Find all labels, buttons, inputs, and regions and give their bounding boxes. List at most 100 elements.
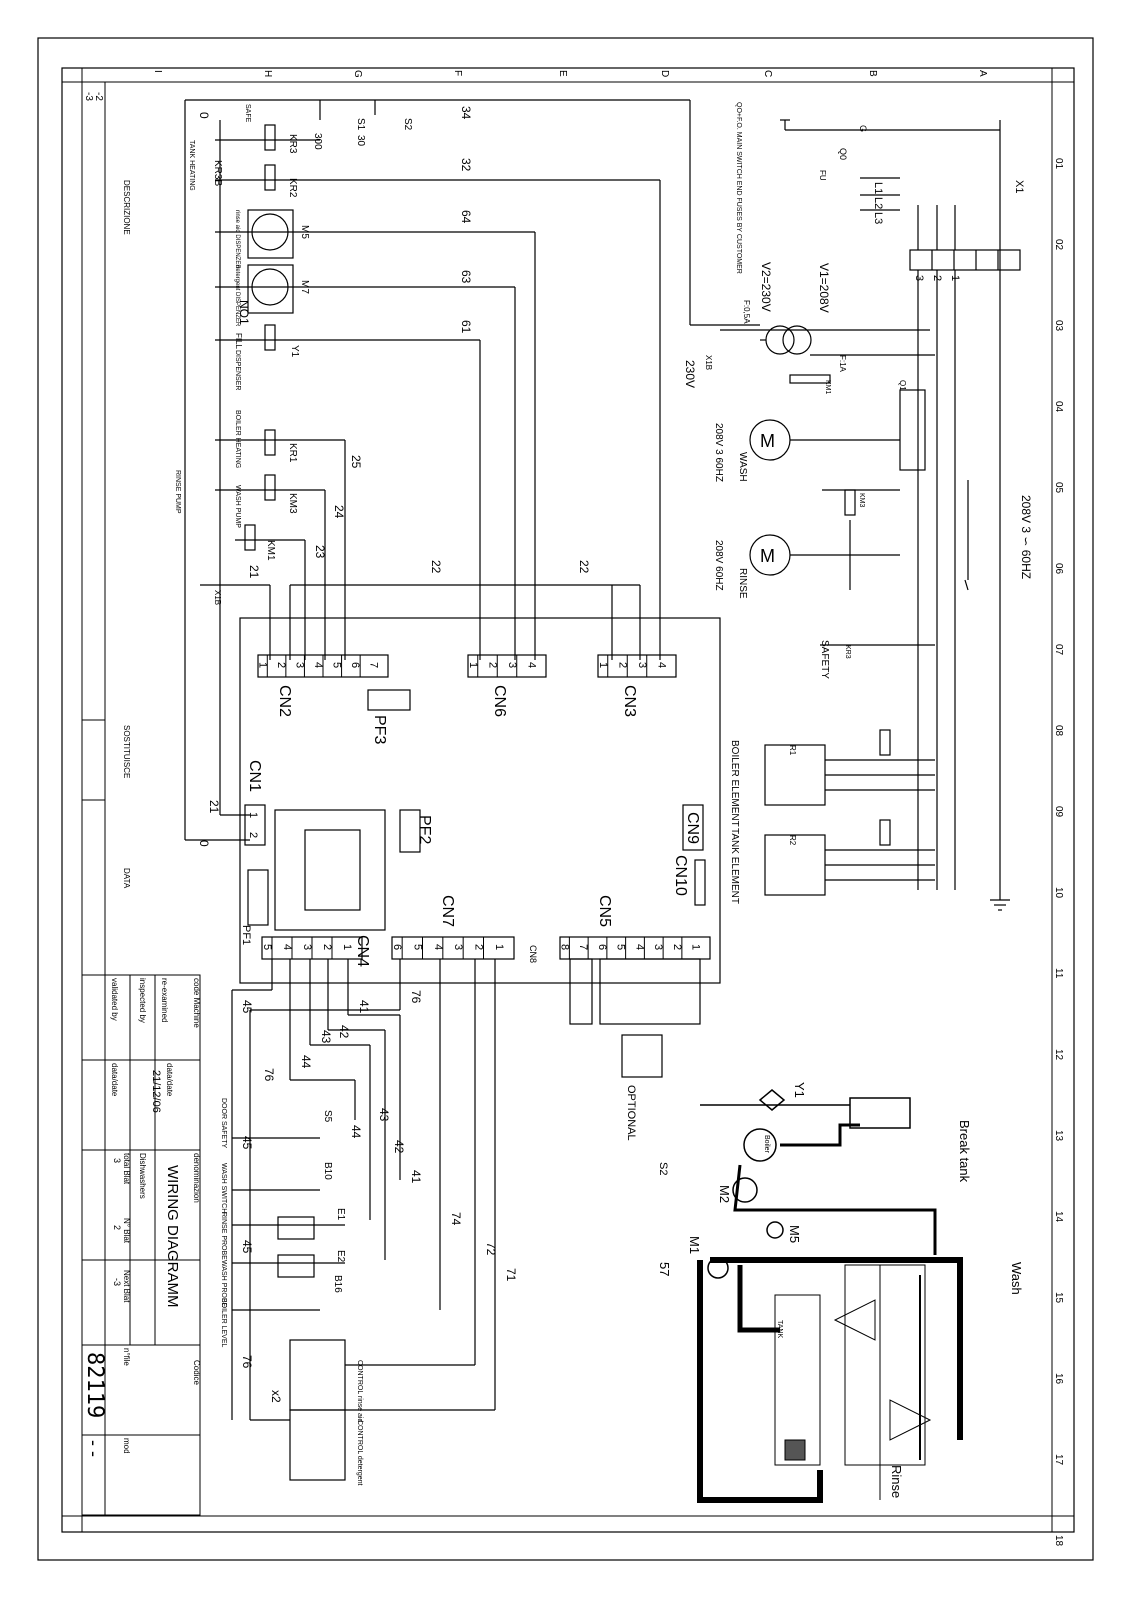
row-letter-h: H: [262, 70, 273, 77]
wash-tank-label: Wash: [1009, 1262, 1024, 1295]
row-letter-g: G: [352, 70, 363, 78]
fill-label: FILL: [234, 333, 243, 350]
rinse-aid-dispenzer-label: rinse aid DISPENZER: [234, 210, 240, 269]
cn6-pin-3: 3: [506, 662, 518, 668]
cn7-pin-6: 6: [391, 944, 403, 950]
cn4-pin-2: 2: [321, 944, 333, 950]
drawing-frame: [61, 67, 1075, 1533]
cn5-pin-7: 7: [577, 944, 589, 950]
column-number-14: 14: [1053, 1211, 1064, 1223]
next-sheet-value: -3: [112, 1278, 122, 1286]
wire-64: 64: [459, 210, 473, 224]
column-number-07: 07: [1053, 644, 1064, 656]
y1-valve-label: Y1: [792, 1082, 807, 1098]
column-number-16: 16: [1053, 1373, 1064, 1385]
wire-76b: 76: [262, 1068, 276, 1082]
dishwashers-label: Dishwashers: [138, 1153, 147, 1199]
cn7-pin-1: 1: [493, 944, 505, 950]
cn7-label: CN7: [439, 895, 456, 927]
line-l3: L3: [872, 212, 884, 224]
pf1-label: PF1: [240, 925, 252, 945]
pf2-label: PF2: [416, 815, 433, 844]
re-examined-label: re-examined: [160, 978, 169, 1022]
x1b-label: X1B: [213, 590, 222, 605]
cn5-pin-3: 3: [652, 944, 664, 950]
boiler-level-label: BOILER LEVEL: [220, 1298, 227, 1348]
x1-terminal-label: X1: [1013, 180, 1025, 193]
tank-label: TANK: [776, 1320, 783, 1338]
cn5-pin-1: 1: [690, 944, 702, 950]
s5-label: S5: [322, 1110, 333, 1123]
cn7-pin-5: 5: [412, 944, 424, 950]
s1-label: S1: [355, 118, 366, 131]
wash-motor-rating: 208V 3 60HZ: [713, 423, 724, 482]
total-sheets-value: 3: [112, 1158, 122, 1163]
rinse-pump-label: RINSE PUMP: [174, 470, 181, 514]
cn1-pin-2: 2: [247, 832, 259, 838]
cn2-pin-4: 4: [312, 662, 324, 668]
column-number-02: 02: [1053, 239, 1064, 251]
cn5-pin-4: 4: [633, 944, 645, 950]
pf3-label: PF3: [371, 715, 388, 744]
e1-label: E1: [335, 1208, 346, 1221]
column-number-03: 03: [1053, 320, 1064, 332]
file-number-label: n°file: [122, 1348, 131, 1366]
s2-label: S2: [402, 118, 413, 131]
kr3-label: KR3: [287, 134, 298, 154]
b16-label: B16: [332, 1275, 343, 1293]
optional-label: OPTIONAL: [625, 1085, 637, 1141]
km1-label: KM1: [824, 380, 831, 395]
cn2-label: CN2: [276, 685, 293, 717]
cn5-pin-2: 2: [671, 944, 683, 950]
m5-label: M5: [299, 225, 310, 239]
tank-heating-label: TANK HEATING: [188, 140, 195, 191]
wire-42a: 42: [337, 1025, 351, 1039]
kr3-power-label: KR3: [844, 645, 851, 659]
cn6-pin-1: 1: [467, 662, 479, 668]
outer-border: [37, 37, 1094, 1561]
cn2-pin-3: 3: [293, 662, 305, 668]
column-number-08: 08: [1053, 725, 1064, 737]
cn7-pin-2: 2: [473, 944, 485, 950]
m5-hydraulic-label: M5: [787, 1225, 802, 1243]
row-letter-i: I: [152, 70, 163, 73]
title-block: [81, 82, 201, 1516]
hydraulic-labels: Y1 Break tank Boiler M2 M5 M1 Wash Rinse…: [657, 1082, 1024, 1498]
rinse-probe-label: RINSE PROBE: [220, 1212, 227, 1260]
wire-45b: 45: [240, 1136, 254, 1150]
b10-label: B10: [322, 1162, 333, 1180]
power-section: [689, 100, 1021, 911]
date-label-1: data/date: [165, 1063, 174, 1097]
column-number-09: 09: [1053, 806, 1064, 818]
column-number-06: 06: [1053, 563, 1064, 575]
kr3b-label: KR3B: [212, 160, 223, 186]
wire-44a: 44: [299, 1055, 313, 1069]
sheet-number-value: 2: [112, 1225, 122, 1230]
kr2-label: KR2: [287, 178, 298, 198]
column-number-17: 17: [1053, 1454, 1064, 1466]
row-letter-b: B: [867, 70, 878, 77]
cn6-label: CN6: [491, 685, 508, 717]
cn8-label: CN8: [528, 945, 538, 963]
wire-76c: 76: [240, 1355, 254, 1369]
detergent-dispenzer-label: detergent DISPENZER: [234, 265, 240, 327]
motor-labels: M M WASH 208V 3 60HZ RINSE 208V 60HZ KM1…: [713, 380, 907, 904]
wire-72: 72: [484, 1242, 498, 1256]
row-letter-e: E: [557, 70, 568, 77]
m1-symbol: M: [760, 431, 775, 451]
cn2-pin-7: 7: [368, 662, 380, 668]
line-l1: L1: [872, 182, 884, 194]
column-number-12: 12: [1053, 1049, 1064, 1061]
column-number-18: 18: [1053, 1535, 1064, 1547]
m1-hydraulic-label: M1: [687, 1236, 702, 1254]
wire-63: 63: [459, 270, 473, 284]
row-letter-f: F: [452, 70, 463, 76]
wire-61: 61: [459, 320, 473, 334]
wire-25: 25: [349, 455, 363, 469]
date-value: 21/12/06: [150, 1070, 162, 1113]
data-label: DATA: [122, 868, 131, 889]
column-number-13: 13: [1053, 1130, 1064, 1142]
column-number-04: 04: [1053, 401, 1064, 413]
